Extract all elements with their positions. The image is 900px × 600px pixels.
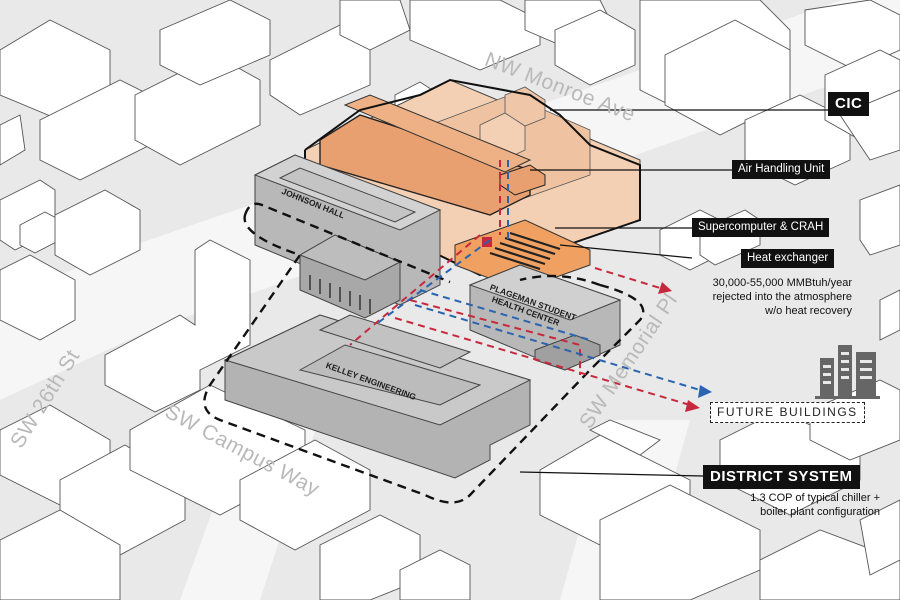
johnson-hall-building [253,154,442,319]
tag-future-buildings: FUTURE BUILDINGS [710,402,865,423]
heat-flow-arrows [349,160,701,406]
building-icon [815,345,880,399]
heat-exchanger-room [454,219,591,291]
plageman-building [468,264,622,371]
tag-cic: CIC [828,92,870,116]
note-rejected-line1: 30,000-55,000 MMBtuh/year [712,277,852,289]
note-district-line1: 1.3 COP of typical chiller + [750,492,880,504]
note-rejected-line2: rejected into the atmosphere [712,291,852,303]
tag-supercomputer-crah: Supercomputer & CRAH [692,218,830,237]
arrow-heads [658,282,712,412]
tag-air-handling-unit: Air Handling Unit [732,160,831,179]
note-district-line2: boiler plant configuration [760,506,880,518]
district-loop [203,202,645,504]
note-rejected-heat: 30,000-55,000 MMBtuh/year rejected into … [713,276,852,318]
note-rejected-line3: w/o heat recovery [765,305,852,317]
tag-district-system: DISTRICT SYSTEM [703,465,860,489]
tag-heat-exchanger: Heat exchanger [741,249,835,268]
kelley-building [223,314,532,479]
note-district: 1.3 COP of typical chiller + boiler plan… [750,491,880,519]
leader-lines [519,109,828,477]
